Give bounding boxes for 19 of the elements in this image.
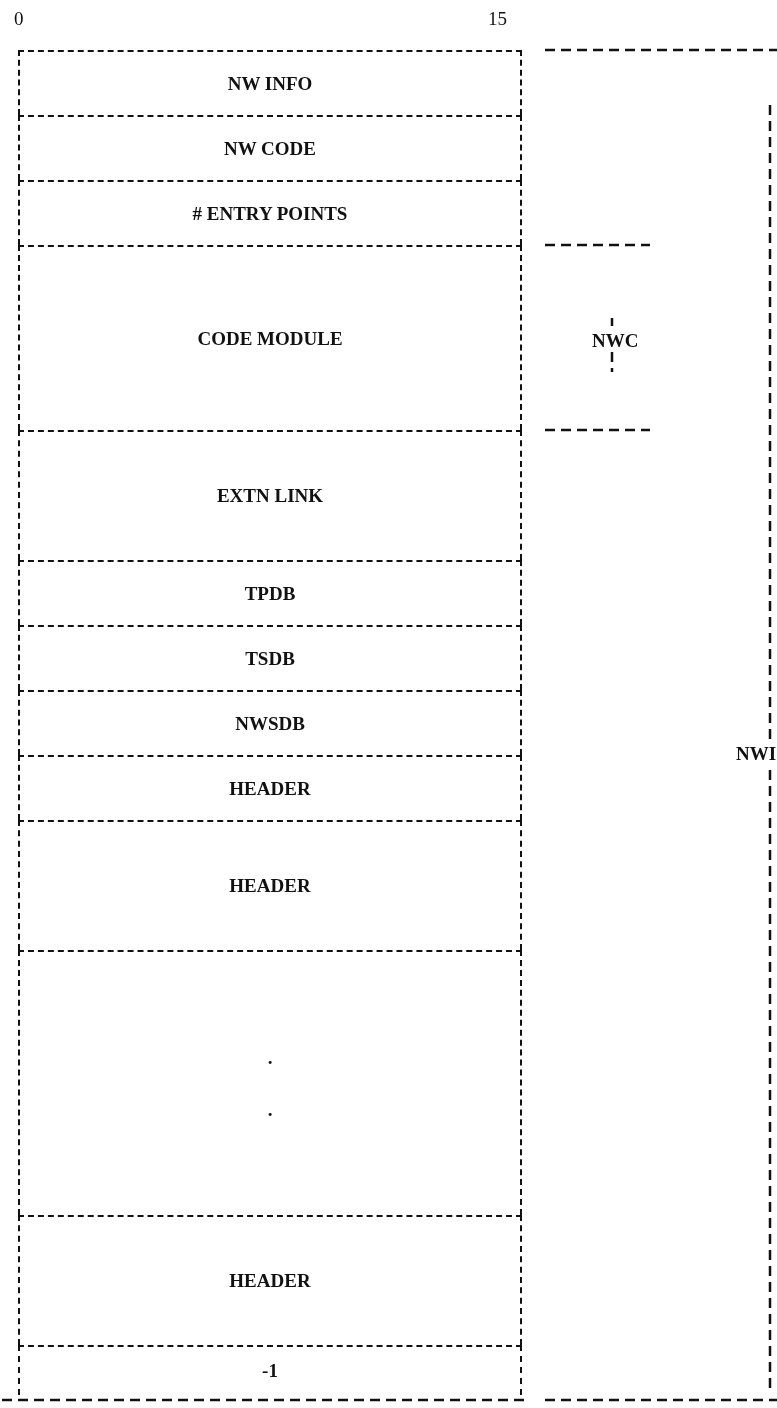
memory-block <box>18 950 522 1215</box>
memory-block: NW CODE <box>18 115 522 180</box>
memory-block: -1 <box>18 1345 522 1395</box>
memory-block: EXTN LINK <box>18 430 522 560</box>
ellipsis-dot: . <box>267 1098 273 1121</box>
scale-label: 0 <box>14 8 24 30</box>
ellipsis-dot: . <box>267 1046 273 1069</box>
memory-block: TSDB <box>18 625 522 690</box>
memory-block: TPDB <box>18 560 522 625</box>
scale-label: 15 <box>488 8 507 30</box>
range-label: NWI <box>736 743 777 765</box>
memory-block: HEADER <box>18 820 522 950</box>
memory-block: NW INFO <box>18 50 522 115</box>
memory-block: CODE MODULE <box>18 245 522 430</box>
memory-block: HEADER <box>18 755 522 820</box>
range-label: NWC <box>592 330 639 352</box>
memory-block: NWSDB <box>18 690 522 755</box>
memory-block: # ENTRY POINTS <box>18 180 522 245</box>
memory-block: HEADER <box>18 1215 522 1345</box>
